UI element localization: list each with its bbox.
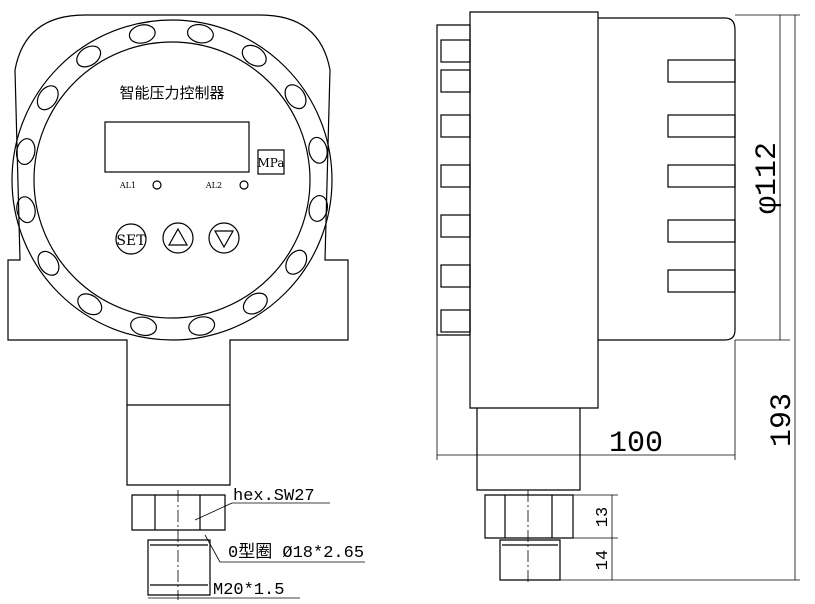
set-button-label: SET [116, 233, 146, 249]
ring-lobe [128, 24, 156, 44]
dim-hex-height: 13 [594, 507, 613, 527]
cover-slot [667, 114, 736, 138]
ring-lobe [15, 138, 36, 166]
cover-slots [667, 59, 736, 293]
oring-annotation: 0型圈 Ø18*2.65 [228, 542, 364, 563]
device-title: 智能压力控制器 [119, 84, 224, 102]
up-arrow-icon [167, 227, 189, 246]
alarm1-led [152, 180, 162, 190]
ring-lobe [77, 293, 103, 316]
ring-lobes [15, 23, 329, 337]
side-thread [499, 539, 561, 581]
ring-lobe [186, 23, 214, 44]
fin [440, 114, 471, 138]
side-hex-nut [484, 494, 574, 539]
cooling-fins [440, 39, 471, 333]
ring-lobe [130, 316, 158, 337]
front-view: 智能压力控制器 MPa AL1 AL2 SET hex.SW27 0型圈 Ø18… [7, 14, 365, 600]
cover-slot [667, 269, 736, 293]
ring-lobe [36, 85, 59, 111]
hex-leader [194, 502, 233, 521]
fin [440, 264, 471, 288]
cover-slot [667, 164, 736, 188]
oring-leader [204, 534, 221, 563]
fin [440, 69, 471, 93]
unit-box [257, 149, 285, 175]
alarm2-label: AL2 [205, 181, 222, 190]
dim-diameter: φ112 [751, 142, 785, 214]
side-view: φ112 193 100 13 14 [436, 11, 800, 585]
front-hex-nut [131, 494, 226, 531]
fin [440, 214, 471, 238]
down-button[interactable] [208, 222, 240, 254]
cover-slot [667, 219, 736, 243]
down-arrow-icon [213, 230, 235, 249]
housing-outline [7, 14, 349, 486]
fin [440, 39, 471, 63]
cover-slot [667, 59, 736, 83]
alarm1-label: AL1 [119, 181, 136, 190]
ring-lobe [188, 316, 216, 336]
set-button[interactable]: SET [115, 223, 147, 255]
dim-height: 193 [766, 393, 800, 447]
hex-annotation: hex.SW27 [233, 487, 315, 506]
fin [440, 309, 471, 333]
ring-lobe [76, 45, 102, 68]
dim-thread-height: 14 [594, 550, 613, 570]
unit-label: MPa [258, 156, 285, 170]
side-body [469, 11, 599, 409]
dim-width: 100 [609, 427, 663, 461]
ring-lobe [284, 84, 307, 110]
ring-lobe [285, 249, 308, 275]
ring-lobe [16, 196, 36, 224]
lcd-display [104, 121, 250, 173]
ring-lobe [242, 292, 268, 315]
ring-lobe [308, 194, 329, 222]
fin [440, 164, 471, 188]
side-fins [436, 24, 471, 336]
front-thread [147, 539, 211, 596]
up-button[interactable] [162, 222, 194, 254]
ring-lobe [308, 136, 328, 164]
ring-lobe [37, 250, 60, 276]
ring-lobe [241, 44, 267, 67]
thread-annotation: M20*1.5 [213, 581, 284, 600]
front-ring-outer [11, 19, 333, 341]
alarm2-led [239, 180, 249, 190]
side-neck [476, 408, 581, 491]
front-ring-inner [33, 41, 311, 319]
